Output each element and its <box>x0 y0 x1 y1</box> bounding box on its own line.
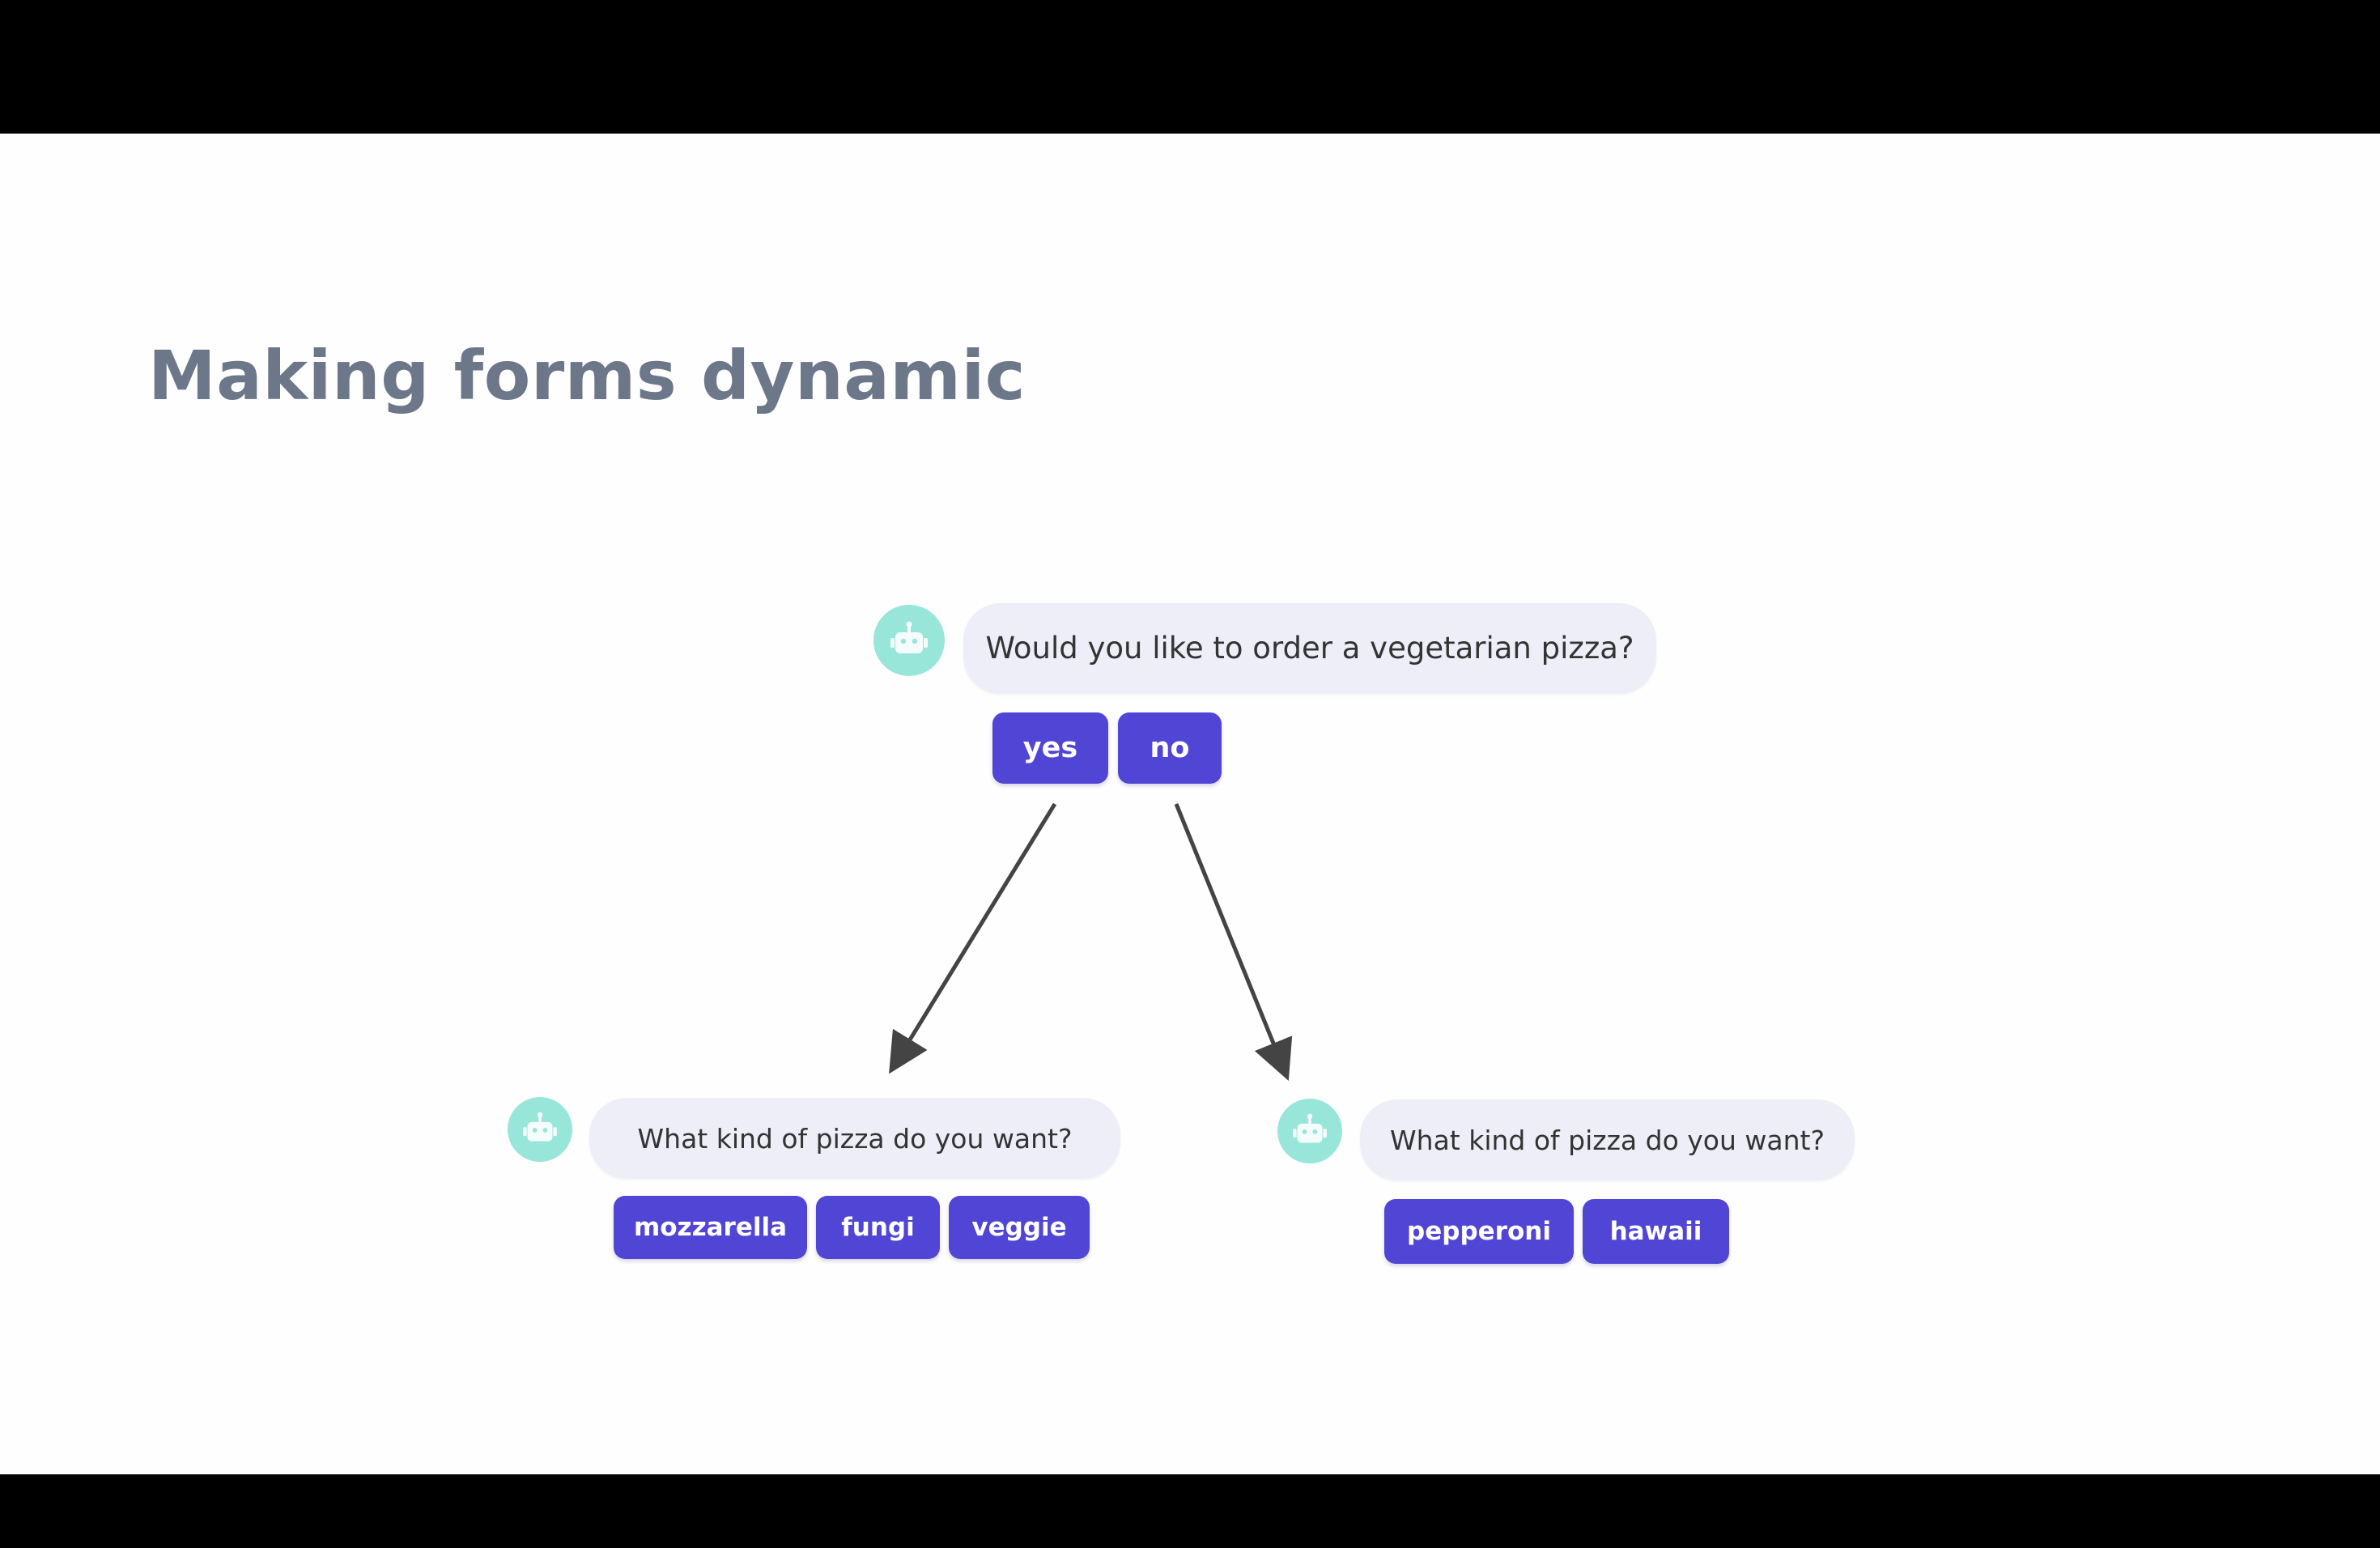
robot-icon <box>890 621 928 653</box>
root-question-bubble: Would you like to order a vegetarian piz… <box>963 603 1656 694</box>
bot-avatar-right <box>1277 1099 1342 1163</box>
option-no-button[interactable]: no <box>1118 712 1222 784</box>
option-hawaii-button[interactable]: hawaii <box>1583 1199 1729 1264</box>
bot-avatar-left <box>508 1097 572 1162</box>
right-question-bubble: What kind of pizza do you want? <box>1360 1099 1855 1180</box>
left-question-bubble: What kind of pizza do you want? <box>589 1098 1120 1179</box>
root-question-text: Would you like to order a vegetarian piz… <box>985 631 1634 666</box>
robot-icon <box>1293 1113 1327 1143</box>
robot-icon <box>523 1112 557 1142</box>
letterbox-bottom <box>0 1474 2380 1548</box>
left-question-text: What kind of pizza do you want? <box>637 1123 1073 1155</box>
option-fungi-button[interactable]: fungi <box>816 1196 940 1259</box>
slide: Making forms dynamic Would you like to o… <box>0 134 2380 1474</box>
flow-arrows <box>889 802 1293 1081</box>
option-mozzarella-button[interactable]: mozzarella <box>614 1196 807 1259</box>
arrow-yes-to-left-branch <box>889 802 1057 1074</box>
arrow-no-to-right-branch <box>1174 803 1293 1081</box>
slide-title: Making forms dynamic <box>148 336 1026 415</box>
option-veggie-button[interactable]: veggie <box>949 1196 1090 1259</box>
bot-avatar-root <box>873 605 945 676</box>
right-question-text: What kind of pizza do you want? <box>1390 1125 1825 1156</box>
option-yes-button[interactable]: yes <box>992 712 1108 784</box>
option-pepperoni-button[interactable]: pepperoni <box>1384 1199 1574 1264</box>
letterbox-top <box>0 0 2380 134</box>
